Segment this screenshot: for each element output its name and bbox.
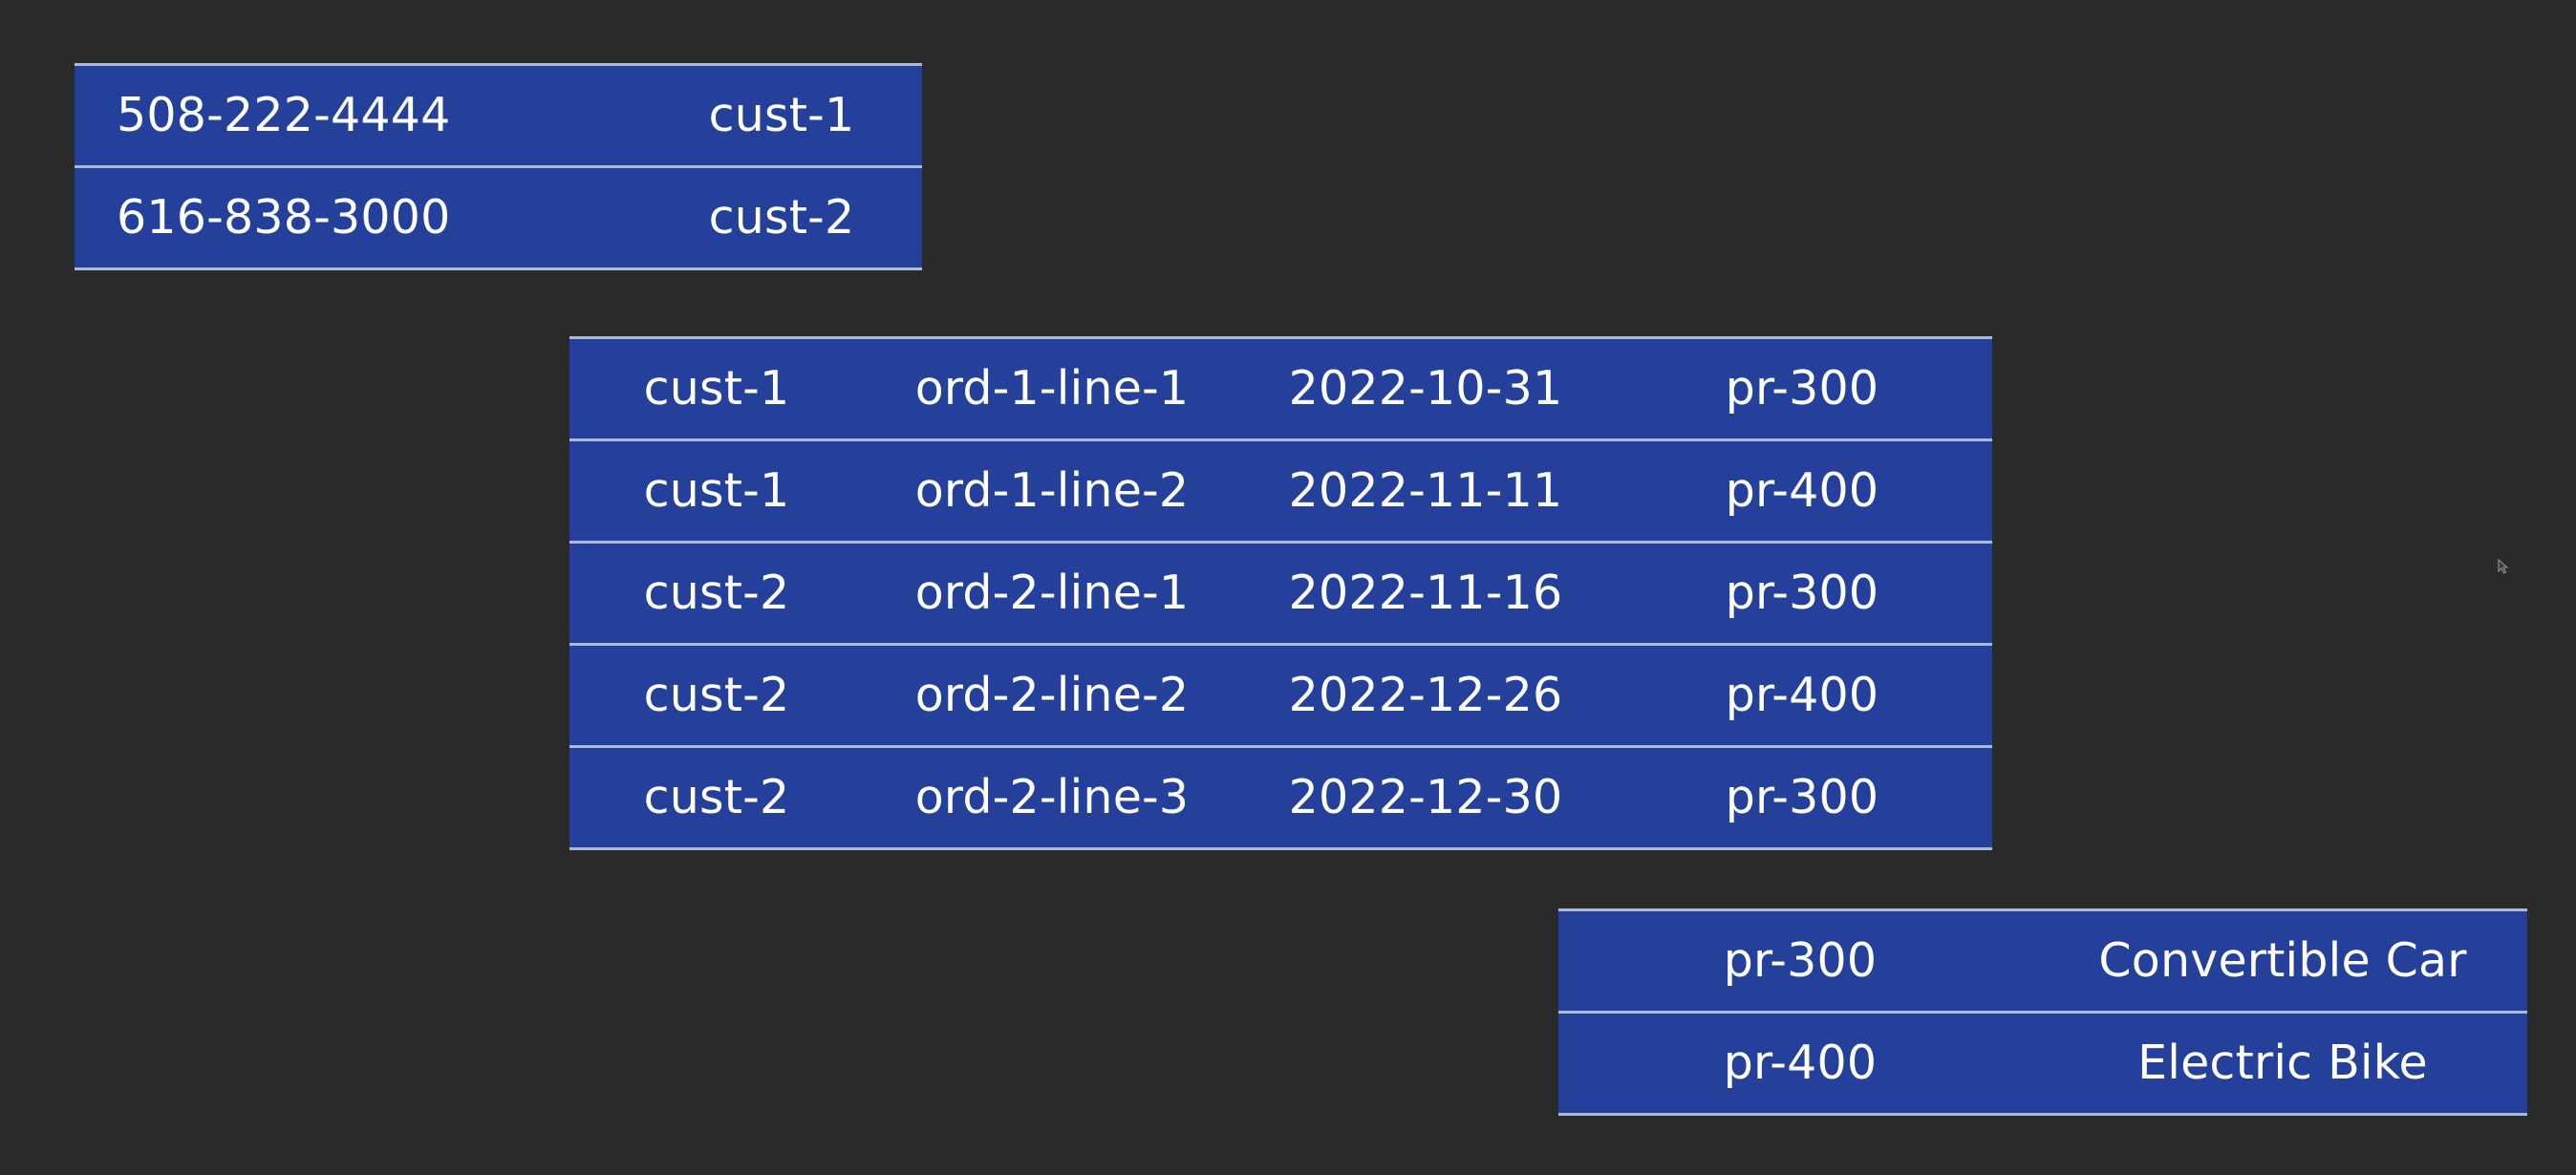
orders-table: cust-1 ord-1-line-1 2022-10-31 pr-300 cu… xyxy=(569,336,1992,850)
product-id-cell: pr-300 xyxy=(1725,361,1879,416)
phone-cell: 616-838-3000 xyxy=(117,190,451,245)
product-id-cell: pr-300 xyxy=(1725,770,1879,824)
table-row: pr-300 Convertible Car xyxy=(1558,911,2527,1014)
product-id-cell: pr-400 xyxy=(1725,463,1879,518)
product-id-cell: pr-300 xyxy=(1725,566,1879,620)
product-id-cell: pr-400 xyxy=(1723,1036,1878,1090)
order-line-cell: ord-2-line-1 xyxy=(914,566,1190,620)
product-id-cell: pr-400 xyxy=(1725,668,1879,722)
customer-id-cell: cust-2 xyxy=(708,190,855,245)
table-row: cust-2 ord-2-line-1 2022-11-16 pr-300 xyxy=(569,544,1992,646)
customers-table: 508-222-4444 cust-1 616-838-3000 cust-2 xyxy=(75,63,922,270)
order-line-cell: ord-2-line-3 xyxy=(914,770,1190,824)
table-row: 508-222-4444 cust-1 xyxy=(75,66,922,168)
order-date-cell: 2022-12-26 xyxy=(1288,668,1563,722)
customer-id-cell: cust-1 xyxy=(708,88,855,142)
order-date-cell: 2022-12-30 xyxy=(1288,770,1563,824)
customer-id-cell: cust-1 xyxy=(643,463,790,518)
order-line-cell: ord-2-line-2 xyxy=(914,668,1190,722)
product-name-cell: Convertible Car xyxy=(2098,933,2467,988)
product-name-cell: Electric Bike xyxy=(2137,1036,2428,1090)
table-row: cust-1 ord-1-line-1 2022-10-31 pr-300 xyxy=(569,339,1992,441)
table-row: 616-838-3000 cust-2 xyxy=(75,168,922,270)
customer-id-cell: cust-2 xyxy=(643,668,790,722)
customer-id-cell: cust-2 xyxy=(643,566,790,620)
table-row: pr-400 Electric Bike xyxy=(1558,1014,2527,1116)
order-line-cell: ord-1-line-1 xyxy=(914,361,1190,416)
table-row: cust-2 ord-2-line-2 2022-12-26 pr-400 xyxy=(569,646,1992,748)
order-date-cell: 2022-11-16 xyxy=(1288,566,1563,620)
product-id-cell: pr-300 xyxy=(1723,933,1878,988)
products-table: pr-300 Convertible Car pr-400 Electric B… xyxy=(1558,908,2527,1116)
order-date-cell: 2022-11-11 xyxy=(1288,463,1563,518)
order-date-cell: 2022-10-31 xyxy=(1288,361,1563,416)
customer-id-cell: cust-1 xyxy=(643,361,790,416)
customer-id-cell: cust-2 xyxy=(643,770,790,824)
order-line-cell: ord-1-line-2 xyxy=(914,463,1190,518)
table-row: cust-1 ord-1-line-2 2022-11-11 pr-400 xyxy=(569,441,1992,544)
table-row: cust-2 ord-2-line-3 2022-12-30 pr-300 xyxy=(569,748,1992,850)
mouse-pointer-icon xyxy=(2498,559,2509,574)
phone-cell: 508-222-4444 xyxy=(117,88,451,142)
